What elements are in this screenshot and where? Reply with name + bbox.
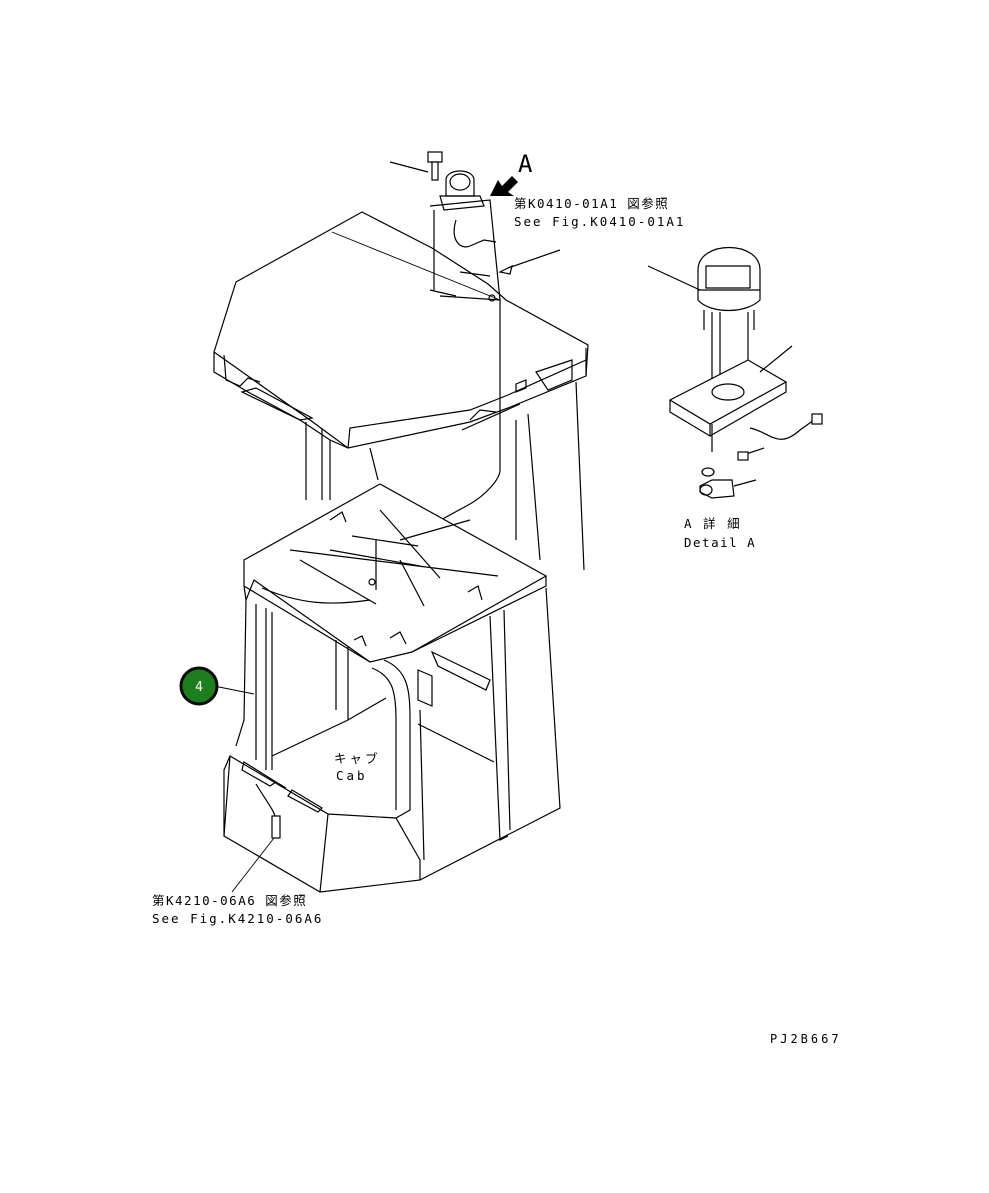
drawing-code: PJ2B667: [770, 1032, 842, 1046]
detail-a-jp: A 詳 細: [684, 516, 742, 531]
ref-top-jp: 第K0410-01A1 図参照: [514, 196, 669, 211]
callout-4-number: 4: [195, 680, 203, 695]
beacon-assembly-top: [389, 151, 561, 541]
roof-canopy: [213, 211, 589, 571]
detail-a-en: Detail A: [684, 535, 756, 550]
cab-body: [223, 483, 561, 893]
cab-label-en: Cab: [336, 768, 368, 783]
ref-top-en: See Fig.K0410-01A1: [514, 214, 685, 229]
ref-bottom-en: See Fig.K4210-06A6: [152, 911, 323, 926]
detail-a-beacon: [647, 246, 823, 499]
view-letter-a: A: [518, 150, 533, 178]
leader-bottom-ref: [231, 837, 275, 893]
ref-bottom-jp: 第K4210-06A6 図参照: [152, 893, 307, 908]
callout-4[interactable]: 4: [179, 666, 255, 706]
callout-4-circle: [179, 666, 219, 706]
view-arrow-icon: [490, 176, 518, 196]
cab-label-jp: キャブ: [334, 751, 381, 766]
